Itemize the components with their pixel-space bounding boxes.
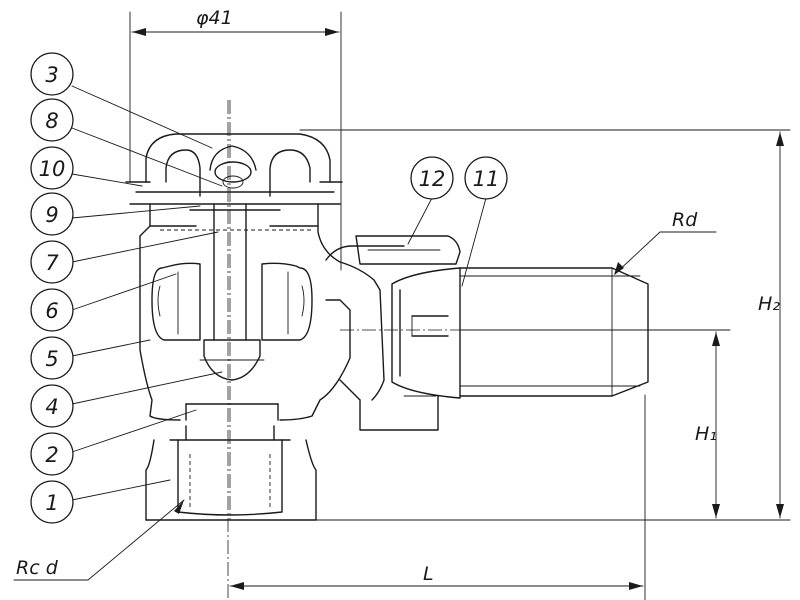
callout-11: 11 xyxy=(464,156,508,200)
callout-7: 7 xyxy=(30,240,74,284)
callout-10: 10 xyxy=(30,146,74,190)
inlet-thread-callout: Rc d xyxy=(13,499,185,581)
svg-text:11: 11 xyxy=(473,167,500,191)
diameter-label: φ41 xyxy=(196,7,233,29)
callout-9: 9 xyxy=(30,192,74,236)
length-dimension: L xyxy=(227,100,646,600)
callout-4: 4 xyxy=(30,384,74,428)
callout-8: 8 xyxy=(30,98,74,142)
outlet-thread-callout: Rd xyxy=(614,209,717,275)
part-callouts: 3 8 10 9 7 6 5 4 xyxy=(30,52,508,524)
svg-text:10: 10 xyxy=(39,157,66,181)
svg-text:5: 5 xyxy=(45,347,58,371)
callout-2: 2 xyxy=(30,432,74,476)
callout-1: 1 xyxy=(30,480,74,524)
callout-3: 3 xyxy=(30,52,74,96)
height-dimensions: H₂ H₁ xyxy=(259,129,791,521)
valve-body xyxy=(125,100,660,521)
svg-text:7: 7 xyxy=(45,251,59,275)
svg-text:6: 6 xyxy=(45,299,58,323)
h2-label: H₂ xyxy=(758,293,780,315)
svg-text:12: 12 xyxy=(419,167,446,191)
inlet-thread-label: Rc d xyxy=(16,557,59,579)
svg-text:1: 1 xyxy=(45,491,58,515)
outlet-thread-label: Rd xyxy=(672,209,698,231)
callout-12: 12 xyxy=(410,156,454,200)
svg-text:8: 8 xyxy=(45,109,58,133)
svg-text:3: 3 xyxy=(45,63,58,87)
callout-6: 6 xyxy=(30,288,74,332)
diameter-dimension: φ41 xyxy=(129,7,342,271)
callout-5: 5 xyxy=(30,336,74,380)
length-label: L xyxy=(423,563,434,585)
h1-label: H₁ xyxy=(695,423,717,445)
svg-text:4: 4 xyxy=(45,395,58,419)
svg-text:2: 2 xyxy=(45,443,58,467)
svg-text:9: 9 xyxy=(45,203,58,227)
